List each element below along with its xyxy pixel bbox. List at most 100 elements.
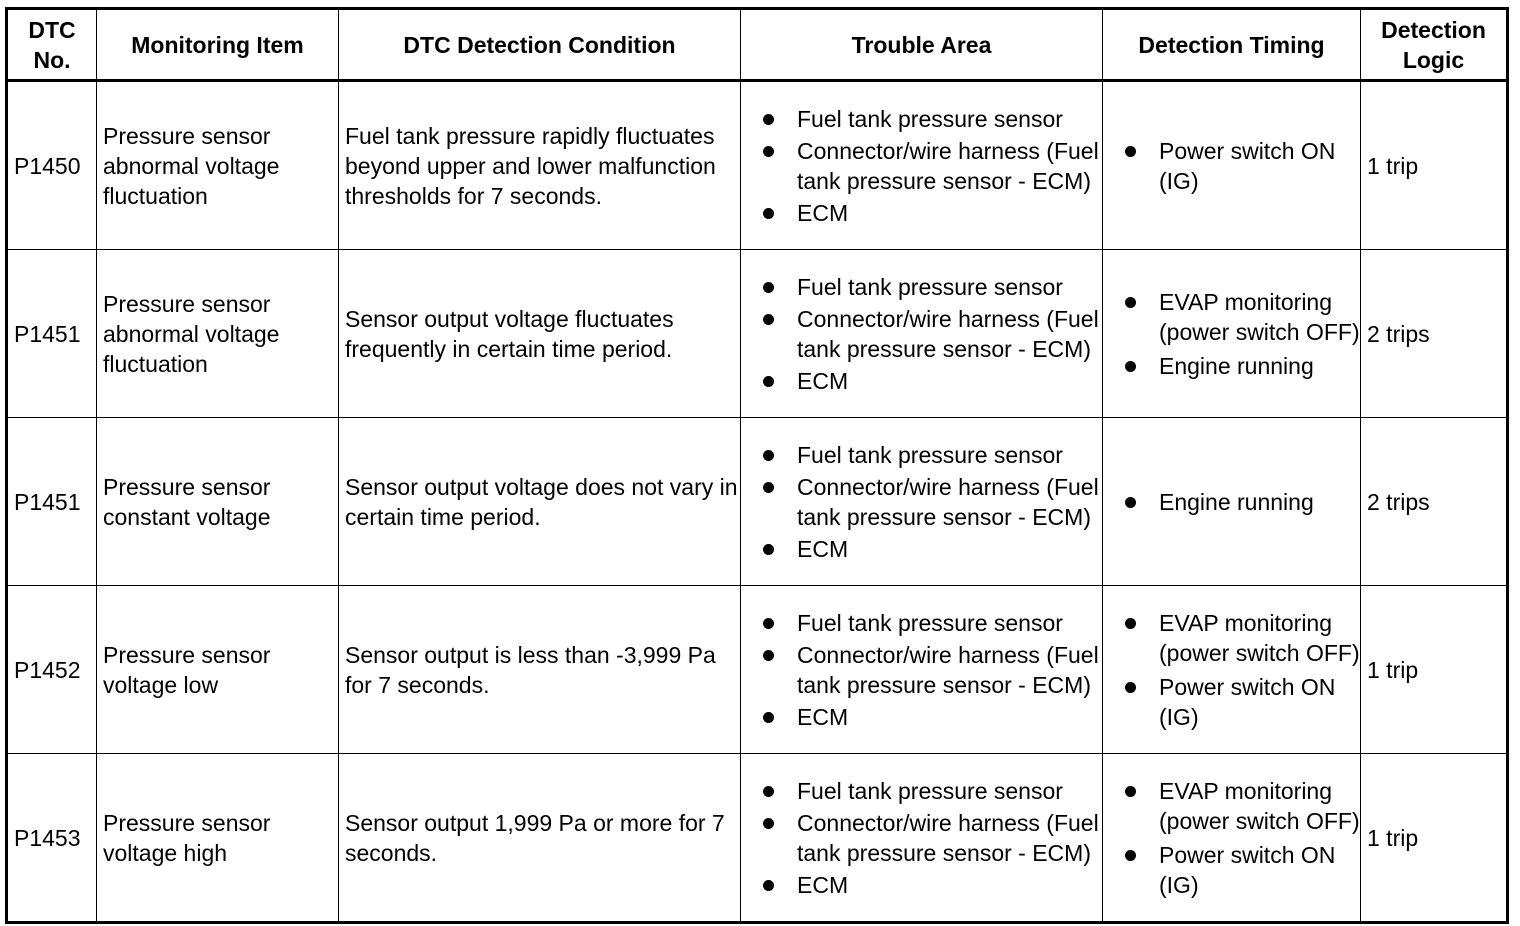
list-item: Fuel tank pressure sensor — [763, 272, 1102, 302]
trouble-area-text: Fuel tank pressure sensor — [797, 777, 1063, 804]
detection-timing-text: Engine running — [1159, 352, 1314, 379]
detection-timing-cell: EVAP monitoring (power switch OFF) Power … — [1102, 753, 1361, 923]
list-item: ECM — [763, 198, 1102, 228]
detection-condition-cell: Sensor output is less than -3,999 Pa for… — [338, 585, 741, 754]
list-item: Fuel tank pressure sensor — [763, 608, 1102, 638]
list-item: ECM — [763, 870, 1102, 900]
detection-logic-cell: 1 trip — [1360, 80, 1508, 250]
trouble-area-text: ECM — [797, 535, 849, 562]
bullet-icon — [763, 375, 774, 387]
list-item: EVAP monitoring (power switch OFF) — [1125, 608, 1360, 668]
list-item: Power switch ON (IG) — [1125, 136, 1360, 196]
detection-timing-list: EVAP monitoring (power switch OFF) Power … — [1104, 776, 1360, 900]
bullet-icon — [763, 711, 774, 723]
detection-condition-cell: Fuel tank pressure rapidly fluctuates be… — [338, 80, 741, 250]
bullet-icon — [763, 543, 774, 555]
trouble-area-text: Connector/wire harness (Fuel tank pressu… — [797, 137, 1099, 194]
detection-logic-cell: 1 trip — [1360, 753, 1508, 923]
monitoring-item-cell: Pressure sensor abnormal voltage fluctua… — [96, 249, 339, 418]
list-item: Connector/wire harness (Fuel tank pressu… — [763, 136, 1102, 196]
list-item: EVAP monitoring (power switch OFF) — [1125, 776, 1360, 836]
trouble-area-text: Fuel tank pressure sensor — [797, 105, 1063, 132]
bullet-icon — [763, 649, 774, 661]
bullet-icon — [763, 481, 774, 493]
trouble-area-text: Connector/wire harness (Fuel tank pressu… — [797, 809, 1099, 866]
list-item: Fuel tank pressure sensor — [763, 776, 1102, 806]
bullet-icon — [1125, 849, 1136, 861]
list-item: Fuel tank pressure sensor — [763, 104, 1102, 134]
detection-timing-text: Engine running — [1159, 488, 1314, 515]
monitoring-item-cell: Pressure sensor voltage high — [96, 753, 339, 923]
list-item: EVAP monitoring (power switch OFF) — [1125, 287, 1360, 347]
bullet-icon — [763, 879, 774, 891]
detection-logic-cell: 1 trip — [1360, 585, 1508, 754]
trouble-area-text: Connector/wire harness (Fuel tank pressu… — [797, 641, 1099, 698]
detection-logic-cell: 2 trips — [1360, 249, 1508, 418]
detection-timing-list: Engine running — [1104, 487, 1360, 517]
dtc-code-cell: P1451 — [6, 417, 97, 586]
bullet-icon — [1125, 617, 1136, 629]
list-item: Connector/wire harness (Fuel tank pressu… — [763, 472, 1102, 532]
detection-timing-text: EVAP monitoring (power switch OFF) — [1159, 609, 1360, 666]
header-row: DTC No. Monitoring Item DTC Detection Co… — [6, 8, 1508, 82]
monitoring-item-cell: Pressure sensor abnormal voltage fluctua… — [96, 80, 339, 250]
bullet-icon — [763, 313, 774, 325]
bullet-icon — [763, 817, 774, 829]
trouble-area-text: Fuel tank pressure sensor — [797, 273, 1063, 300]
list-item: ECM — [763, 702, 1102, 732]
detection-timing-cell: Engine running — [1102, 417, 1361, 586]
dtc-code-cell: P1452 — [6, 585, 97, 754]
header-monitoring-item: Monitoring Item — [96, 8, 339, 82]
bullet-icon — [1125, 681, 1136, 693]
list-item: Connector/wire harness (Fuel tank pressu… — [763, 304, 1102, 364]
trouble-area-text: Fuel tank pressure sensor — [797, 609, 1063, 636]
bullet-icon — [763, 449, 774, 461]
detection-timing-cell: Power switch ON (IG) — [1102, 80, 1361, 250]
bullet-icon — [763, 145, 774, 157]
bullet-icon — [1125, 360, 1136, 372]
bullet-icon — [1125, 785, 1136, 797]
dtc-table-container: DTC No. Monitoring Item DTC Detection Co… — [5, 7, 1509, 924]
bullet-icon — [763, 281, 774, 293]
detection-timing-text: EVAP monitoring (power switch OFF) — [1159, 777, 1360, 834]
detection-timing-list: EVAP monitoring (power switch OFF) Engine… — [1104, 287, 1360, 381]
list-item: Connector/wire harness (Fuel tank pressu… — [763, 808, 1102, 868]
header-detection-timing: Detection Timing — [1102, 8, 1361, 82]
list-item: Fuel tank pressure sensor — [763, 440, 1102, 470]
detection-condition-cell: Sensor output 1,999 Pa or more for 7 sec… — [338, 753, 741, 923]
trouble-area-text: Connector/wire harness (Fuel tank pressu… — [797, 473, 1099, 530]
detection-timing-text: Power switch ON (IG) — [1159, 841, 1336, 898]
list-item: Connector/wire harness (Fuel tank pressu… — [763, 640, 1102, 700]
bullet-icon — [763, 617, 774, 629]
list-item: ECM — [763, 366, 1102, 396]
trouble-area-text: ECM — [797, 199, 849, 226]
dtc-table: DTC No. Monitoring Item DTC Detection Co… — [5, 7, 1509, 924]
list-item: Engine running — [1125, 351, 1360, 381]
header-detection-condition: DTC Detection Condition — [338, 8, 741, 82]
bullet-icon — [763, 207, 774, 219]
detection-logic-cell: 2 trips — [1360, 417, 1508, 586]
list-item: Power switch ON (IG) — [1125, 672, 1360, 732]
bullet-icon — [1125, 496, 1136, 508]
detection-timing-cell: EVAP monitoring (power switch OFF) Engine… — [1102, 249, 1361, 418]
list-item: Power switch ON (IG) — [1125, 840, 1360, 900]
list-item: Engine running — [1125, 487, 1360, 517]
dtc-code-cell: P1450 — [6, 80, 97, 250]
bullet-icon — [1125, 296, 1136, 308]
trouble-area-text: ECM — [797, 367, 849, 394]
monitoring-item-cell: Pressure sensor voltage low — [96, 585, 339, 754]
